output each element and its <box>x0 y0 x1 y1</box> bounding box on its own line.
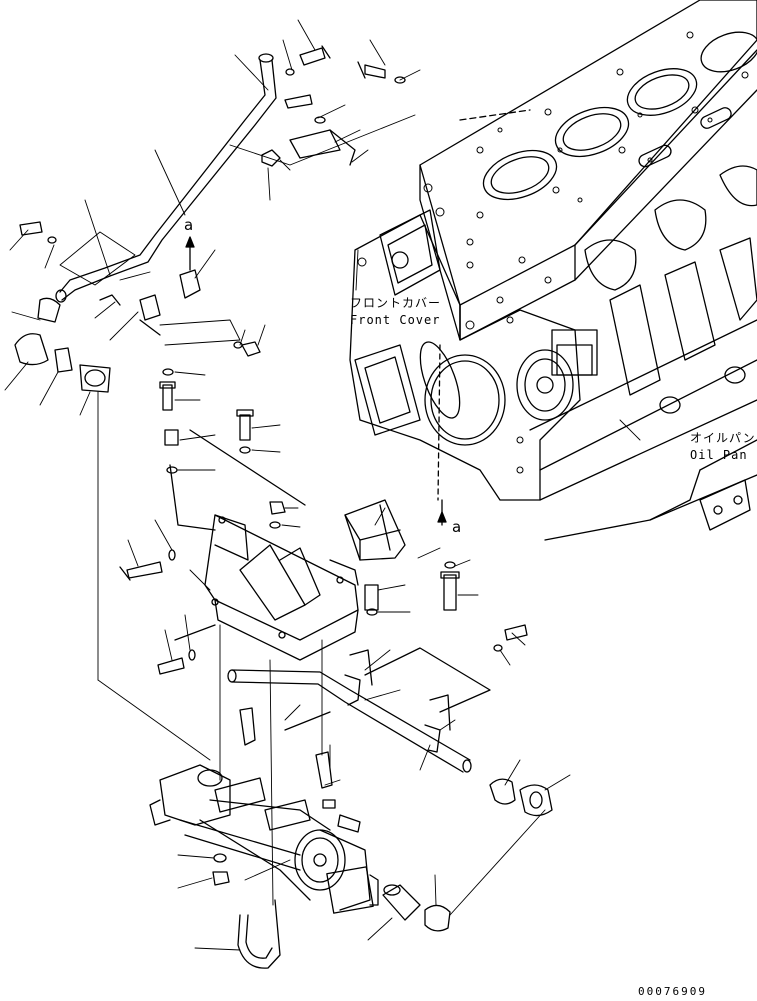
fasteners-top <box>19 45 406 357</box>
lower-pump-assembly <box>149 764 451 969</box>
ref-label-mid: a <box>452 518 461 536</box>
front-cover-label-jp: フロントカバー <box>350 296 441 310</box>
ref-label-top: a <box>184 216 193 234</box>
left-hose-parts <box>14 297 111 393</box>
leader-lines-middle <box>127 371 526 906</box>
lower-pipe <box>227 647 491 773</box>
mount-block <box>344 499 406 561</box>
upper-bracket <box>99 129 356 336</box>
front-cover <box>349 183 598 501</box>
ref-arrow-top <box>185 236 195 271</box>
oil-pan-label-en: Oil Pan <box>690 448 748 462</box>
leader-lines-lower <box>284 649 571 916</box>
fasteners-middle <box>119 368 528 675</box>
mounting-bracket <box>169 429 359 661</box>
drawing-number: 00076909 <box>638 985 707 998</box>
oil-pan-label-jp: オイルパン <box>690 431 756 445</box>
upper-pipe <box>55 53 277 303</box>
ref-arrow-mid <box>437 499 447 526</box>
leader-lines-upper <box>4 19 421 761</box>
engine-block <box>419 0 757 541</box>
leader-lines-labels <box>355 249 641 441</box>
leader-lines-pump <box>177 854 437 951</box>
pipe-clips <box>239 707 553 817</box>
front-cover-label-en: Front Cover <box>350 313 440 327</box>
